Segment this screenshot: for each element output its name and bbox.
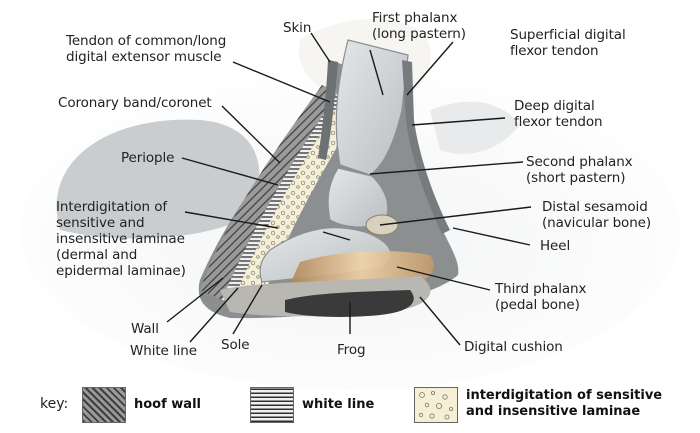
label-wall: Wall — [131, 321, 159, 337]
label-first-phalanx: First phalanx (long pastern) — [372, 10, 466, 42]
label-skin: Skin — [283, 20, 311, 36]
key-laminae: interdigitation of sensitive and insensi… — [466, 388, 662, 420]
laminae-swatch-dots — [415, 388, 457, 422]
white-line-swatch — [250, 387, 294, 423]
label-third-phalanx: Third phalanx (pedal bone) — [495, 281, 586, 313]
label-interdigitation-laminae: Interdigitation of sensitive and insensi… — [56, 199, 186, 279]
label-deep-digital-flexor-tendon: Deep digital flexor tendon — [514, 98, 603, 130]
label-coronary-band: Coronary band/coronet — [58, 95, 212, 111]
label-heel: Heel — [540, 238, 570, 254]
label-sole: Sole — [221, 337, 250, 353]
label-white-line: White line — [130, 343, 197, 359]
label-second-phalanx: Second phalanx (short pastern) — [526, 154, 633, 186]
label-distal-sesamoid: Distal sesamoid (navicular bone) — [542, 199, 651, 231]
key-hoof-wall: hoof wall — [134, 397, 201, 413]
label-frog: Frog — [337, 342, 365, 358]
hoof-wall-swatch — [82, 387, 126, 423]
key-white-line: white line — [302, 397, 374, 413]
label-periople: Periople — [121, 150, 174, 166]
legend-key: key: hoof wall white line interdigitatio… — [0, 380, 700, 430]
key-title: key: — [40, 396, 68, 412]
label-digital-cushion: Digital cushion — [464, 339, 563, 355]
laminae-swatch — [414, 387, 458, 423]
label-superficial-digital-flexor-tendon: Superficial digital flexor tendon — [510, 27, 626, 59]
label-extensor-tendon: Tendon of common/long digital extensor m… — [66, 33, 226, 65]
